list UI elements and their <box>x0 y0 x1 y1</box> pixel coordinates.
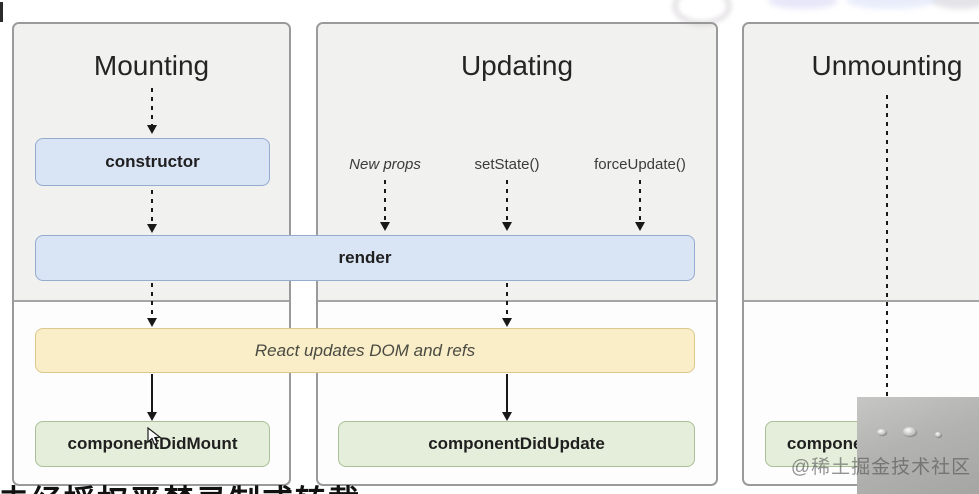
arrowhead-icon <box>147 318 157 327</box>
panel-unmounting-top-section: Unmounting <box>744 24 979 302</box>
watermark-graphic <box>672 0 732 26</box>
arrow-domupdate-to-didupdate <box>506 374 508 412</box>
render-label: render <box>338 248 392 267</box>
arrowhead-icon <box>502 318 512 327</box>
screen-edge-artifact <box>0 2 3 22</box>
arrowhead-icon <box>147 224 157 233</box>
watermark-graphic <box>932 0 979 9</box>
arrowhead-icon <box>502 412 512 421</box>
trigger-new-props: New props <box>349 156 421 173</box>
component-did-update-label: componentDidUpdate <box>428 434 605 453</box>
component-did-mount-label: componentDidMount <box>67 434 238 453</box>
render-box: render <box>35 235 695 281</box>
arrow-render-to-domupdate-mounting <box>151 283 153 318</box>
arrow-newprops-to-render <box>384 180 386 222</box>
arrow-domupdate-to-didmount <box>151 374 153 412</box>
panel-title-unmounting: Unmounting <box>811 50 963 81</box>
speck-icon <box>903 427 916 436</box>
copyright-notice: 未经授权严禁录制或转载 <box>0 476 361 494</box>
component-did-mount-box: componentDidMount <box>35 421 270 467</box>
arrowhead-icon <box>502 222 512 231</box>
component-did-update-box: componentDidUpdate <box>338 421 695 467</box>
arrow-forceupdate-to-render <box>639 180 641 222</box>
arrowhead-icon <box>147 412 157 421</box>
watermark-graphic <box>846 0 936 9</box>
speck-icon <box>877 429 886 435</box>
watermark-graphic <box>768 0 838 9</box>
trigger-set-state: setState() <box>474 156 540 173</box>
react-updates-dom-label: React updates DOM and refs <box>254 340 476 360</box>
arrow-setstate-to-render <box>506 180 508 222</box>
panel-title-mounting: Mounting <box>93 50 210 81</box>
arrow-constructor-to-render <box>151 190 153 224</box>
arrow-mounting-to-constructor <box>151 88 153 125</box>
panel-title-updating: Updating <box>460 50 574 81</box>
constructor-box: constructor <box>35 138 270 186</box>
arrow-unmounting-to-willunmount <box>886 95 888 415</box>
mouse-cursor-icon <box>147 427 162 446</box>
trigger-force-update: forceUpdate() <box>594 156 686 173</box>
constructor-label: constructor <box>105 152 200 171</box>
arrowhead-icon <box>147 125 157 134</box>
speck-icon <box>935 432 941 437</box>
react-updates-dom-box: React updates DOM and refs <box>35 328 695 373</box>
arrowhead-icon <box>380 222 390 231</box>
arrowhead-icon <box>635 222 645 231</box>
site-watermark: @稀土掘金技术社区 <box>790 457 972 478</box>
gray-overlay-box <box>857 397 979 494</box>
arrow-render-to-domupdate-updating <box>506 283 508 318</box>
